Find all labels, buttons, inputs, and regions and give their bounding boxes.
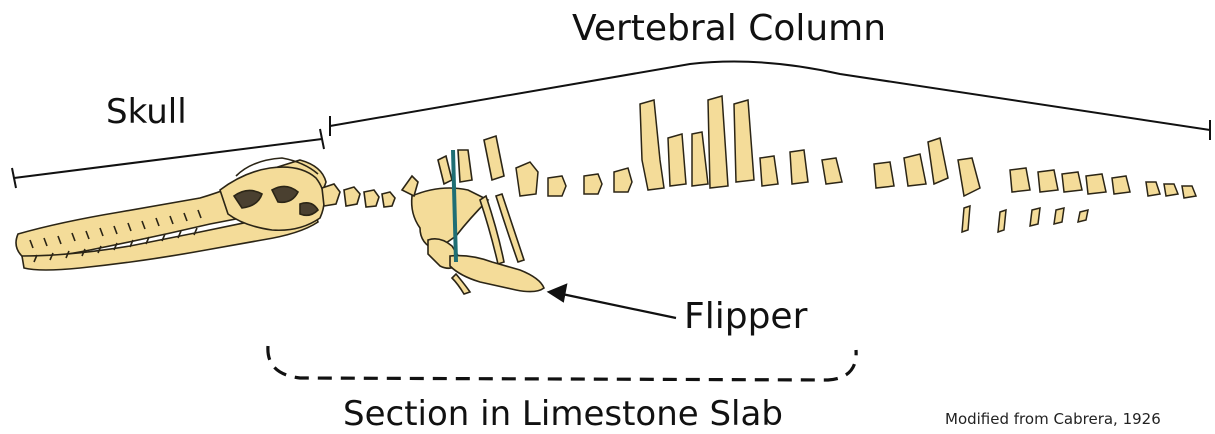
skull-label: Skull: [106, 92, 187, 132]
section-bracket: [268, 346, 856, 380]
flipper-label: Flipper: [684, 296, 807, 337]
skull: [16, 158, 395, 270]
vertebral-column-label: Vertebral Column: [572, 8, 886, 49]
flipper-bones: [402, 136, 544, 294]
vertebrae: [516, 96, 1196, 232]
credit-text: Modified from Cabrera, 1926: [945, 410, 1161, 428]
vertebral-column-bracket: [330, 62, 1210, 140]
flipper-arrow: [549, 285, 676, 318]
section-label: Section in Limestone Slab: [343, 394, 783, 434]
